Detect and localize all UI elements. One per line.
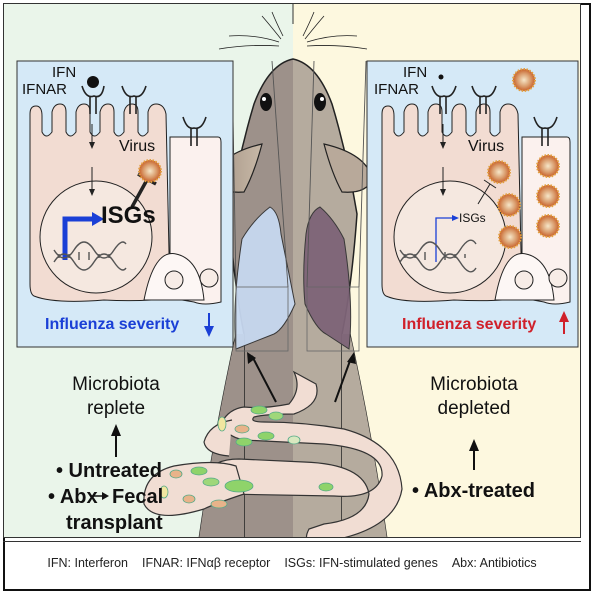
ifnar-label: IFNAR <box>374 81 419 98</box>
ifn-label: IFN <box>403 64 428 81</box>
microbiota-depleted-title: Microbiota depleted <box>430 374 518 419</box>
virus-icon <box>536 184 560 208</box>
right-cell-panel <box>366 60 579 348</box>
virus-icon <box>487 160 511 184</box>
mouse-eye-left <box>260 93 272 111</box>
whiskers <box>218 11 368 50</box>
severity-label-decreased: Influenza severity <box>45 316 180 333</box>
illustration <box>16 4 579 537</box>
lung-right-inflamed <box>303 206 352 350</box>
legend-item-ifnar: IFNAR: IFNαβ receptor <box>141 555 271 570</box>
treatment-abx-treated: • Abx-treated <box>412 480 535 502</box>
treatment-abx: • Abx <box>48 486 98 508</box>
legend-item-ifn: IFN: Interferon <box>47 555 128 570</box>
virus-icon <box>498 225 522 249</box>
ifn-label: IFN <box>52 64 77 81</box>
isgs-label: ISGs <box>459 211 486 225</box>
dna-icon <box>399 239 477 273</box>
treatment-untreated: • Untreated <box>56 460 162 482</box>
left-cell-panel <box>16 60 234 348</box>
virus-label: Virus <box>119 138 156 155</box>
mouse-eye-right <box>314 93 326 111</box>
virus-icon <box>138 159 162 183</box>
graphical-abstract: IFN IFNAR Virus ISGs Influenza severity … <box>3 3 581 538</box>
severity-label-increased: Influenza severity <box>402 316 537 333</box>
virus-icon <box>512 68 536 92</box>
virus-label: Virus <box>468 138 505 155</box>
virus-icon <box>536 154 560 178</box>
treatment-transplant: transplant <box>66 512 163 534</box>
virus-icon <box>536 214 560 238</box>
abbreviation-legend: IFN: Interferon IFNAR: IFNαβ receptor IS… <box>3 541 581 583</box>
virus-icon <box>497 193 521 217</box>
ifnar-label: IFNAR <box>22 81 67 98</box>
microbiota-replete-title: Microbiota replete <box>72 374 160 419</box>
dna-icon <box>53 241 127 271</box>
treatment-fecal: Fecal <box>112 486 164 508</box>
intestine <box>143 370 403 537</box>
legend-item-isgs: ISGs: IFN-stimulated genes <box>284 555 438 570</box>
lung-left-healthy <box>234 206 296 350</box>
isgs-label: ISGs <box>101 202 156 229</box>
legend-item-abx: Abx: Antibiotics <box>451 555 537 570</box>
